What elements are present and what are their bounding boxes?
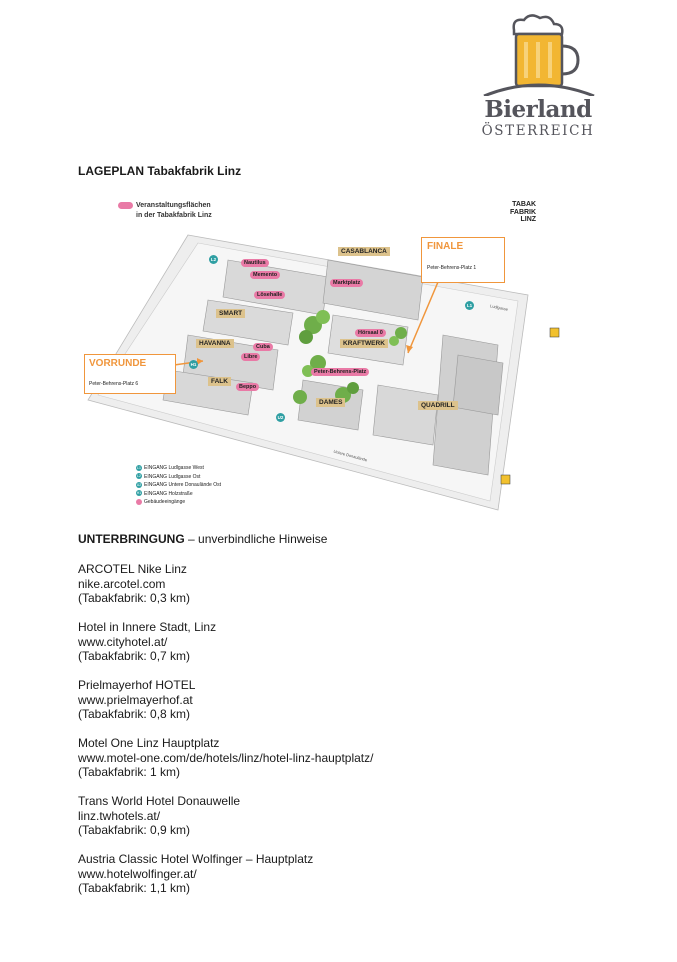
hotel-url[interactable]: www.motel-one.com/de/hotels/linz/hotel-l…: [78, 750, 374, 765]
hotel-url[interactable]: www.cityhotel.at/: [78, 634, 168, 649]
hotel-url[interactable]: linz.twhotels.at/: [78, 808, 161, 823]
legend-line1: Veranstaltungsflächen: [136, 202, 211, 209]
venue-libre: Libre: [241, 353, 261, 361]
hotel-entry: Trans World Hotel Donauwelle linz.twhote…: [78, 794, 240, 838]
hotel-entry: Hotel in Innere Stadt, Linz www.cityhote…: [78, 620, 216, 664]
accommodation-heading: UNTERBRINGUNG – unverbindliche Hinweise: [78, 532, 327, 546]
hotel-name: Trans World Hotel Donauwelle: [78, 794, 241, 808]
tf-logo-line1: TABAK: [512, 201, 537, 208]
hotel-name: Prielmayerhof HOTEL: [78, 678, 196, 692]
site-map: Veranstaltungsflächen in der Tabakfabrik…: [78, 185, 598, 515]
entrance-pin-l2: L2: [209, 255, 218, 264]
legend-text-u2: EINGANG Untere Donaulände Ost: [144, 482, 221, 488]
venue-nautilus: Nautilus: [241, 259, 269, 267]
hotel-distance: (Tabakfabrik: 1,1 km): [78, 881, 191, 895]
venue-casablanca: CASABLANCA: [338, 247, 390, 256]
hotel-distance: (Tabakfabrik: 0,8 km): [78, 707, 191, 721]
logo-brand: Bierland: [484, 96, 592, 123]
legend-pin-l2: L2: [136, 473, 142, 480]
venue-hoersaal-0: Hörsaal 0: [355, 329, 386, 337]
hotel-distance: (Tabakfabrik: 0,3 km): [78, 591, 191, 605]
venue-havanna: HAVANNA: [196, 339, 234, 348]
legend-pin-l1: L1: [136, 464, 142, 471]
hotel-entry: Motel One Linz Hauptplatz www.motel-one.…: [78, 736, 373, 780]
venue-marktplatz: Marktplatz: [330, 279, 364, 287]
hotel-url[interactable]: www.hotelwolfinger.at/: [78, 866, 197, 881]
hotel-name: ARCOTEL Nike Linz: [78, 562, 187, 576]
event-area-swatch: [118, 202, 133, 209]
venue-peter-behrens-platz: Peter-Behrens-Platz: [311, 368, 370, 376]
legend-text-h1: EINGANG Holzstraße: [144, 490, 193, 497]
tabakfabrik-logo: TABAK FABRIK LINZ: [510, 201, 536, 224]
legend-text-l1: EINGANG Ludlgasse West: [144, 465, 204, 471]
venue-smart: SMART: [216, 309, 246, 318]
tf-logo-line3: LINZ: [520, 216, 537, 223]
vorrunde-box: VORRUNDE Peter-Behrens-Platz 6: [84, 354, 176, 394]
finale-address: Peter-Behrens-Platz 1: [427, 265, 477, 271]
accommodation-heading-rest: – unverbindliche Hinweise: [184, 532, 328, 546]
site-map-drawing: [87, 234, 560, 511]
finale-box: FINALE Peter-Behrens-Platz 1: [421, 237, 505, 283]
entrance-pin-l1: L1: [465, 301, 474, 310]
beer-mug-icon: [483, 14, 595, 98]
venue-dames: DAMES: [316, 398, 346, 407]
legend-row-building: Gebäudeeingänge: [136, 498, 221, 507]
hotel-url[interactable]: www.prielmayerhof.at: [78, 692, 193, 707]
legend-pin-h1: H1: [136, 490, 142, 497]
hotel-distance: (Tabakfabrik: 0,9 km): [78, 823, 191, 837]
venue-beppo: Beppo: [236, 383, 260, 391]
hotel-entry: Prielmayerhof HOTEL www.prielmayerhof.at…: [78, 678, 195, 722]
hotel-url[interactable]: nike.arcotel.com: [78, 576, 166, 591]
hotel-distance: (Tabakfabrik: 1 km): [78, 765, 181, 779]
logo-country: ÖSTERREICH: [481, 123, 595, 139]
hotel-entry: ARCOTEL Nike Linz nike.arcotel.com (Taba…: [78, 562, 190, 606]
hotel-distance: (Tabakfabrik: 0,7 km): [78, 649, 191, 663]
hotel-name: Motel One Linz Hauptplatz: [78, 736, 220, 750]
bierland-logo: Bierland ÖSTERREICH: [478, 14, 598, 144]
building-entrance-icon: [136, 498, 142, 505]
venue-cuba: Cuba: [253, 343, 273, 351]
venue-loesehalle: Lösehalle: [254, 291, 286, 299]
event-area-legend: Veranstaltungsflächen in der Tabakfabrik…: [136, 201, 212, 221]
finale-heading: FINALE: [427, 241, 464, 252]
legend-text-l2: EINGANG Ludlgasse Ost: [144, 473, 201, 480]
legend-line2: in der Tabakfabrik Linz: [136, 212, 212, 219]
venue-memento: Memento: [250, 271, 281, 279]
legend-pin-u2: U2: [136, 481, 142, 488]
entrance-pin-h1: H1: [189, 360, 198, 369]
vorrunde-address: Peter-Behrens-Platz 6: [89, 381, 139, 387]
venue-kraftwerk: KRAFTWERK: [340, 339, 388, 348]
hotel-name: Austria Classic Hotel Wolfinger – Hauptp…: [78, 852, 314, 866]
hotel-name: Hotel in Innere Stadt, Linz: [78, 620, 217, 634]
tf-logo-line2: FABRIK: [510, 208, 537, 216]
page-title: LAGEPLAN Tabakfabrik Linz: [78, 164, 242, 178]
hotel-entry: Austria Classic Hotel Wolfinger – Hauptp…: [78, 852, 313, 896]
legend-text-building: Gebäudeeingänge: [144, 499, 186, 505]
vorrunde-heading: VORRUNDE: [89, 358, 147, 369]
venue-quadrill: QUADRILL: [418, 401, 458, 410]
venue-falk: FALK: [208, 377, 231, 386]
entrance-pin-u2: U2: [276, 413, 285, 422]
accommodation-heading-bold: UNTERBRINGUNG: [78, 532, 185, 546]
